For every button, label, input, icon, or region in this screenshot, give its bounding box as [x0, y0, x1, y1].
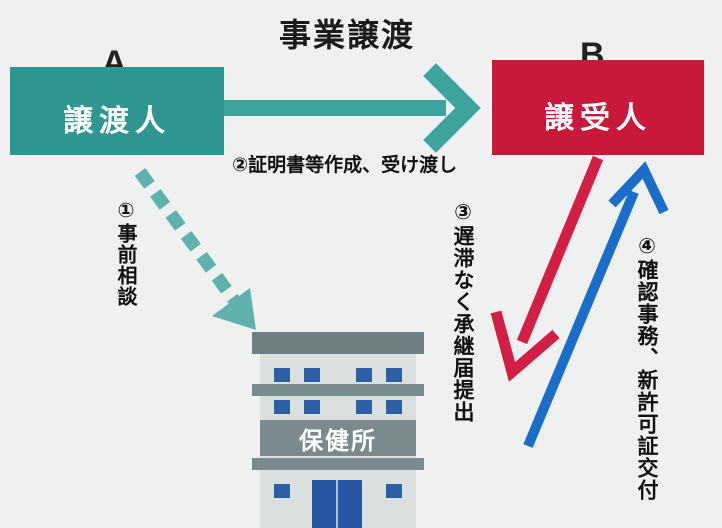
building-door	[312, 480, 362, 528]
step2-label: ②証明書等作成、受け渡し	[232, 154, 458, 176]
notification-arrow	[490, 155, 604, 382]
step3-label: ③遅滞なく承継届提出	[451, 200, 475, 423]
building-band	[252, 384, 424, 396]
diagram-title: 事業譲渡	[278, 16, 415, 54]
building-window	[386, 400, 402, 414]
permit-arrow	[523, 161, 669, 448]
step4-label: ④確認事務、新許可証交付	[635, 234, 659, 501]
building-sign: 保健所	[260, 420, 416, 456]
building-window	[304, 368, 320, 382]
building-band	[252, 458, 424, 470]
building-window	[386, 484, 402, 498]
building-window	[356, 368, 372, 382]
transferor-label: 譲渡人	[63, 104, 171, 139]
building-roof	[252, 332, 424, 354]
transferor-box: 譲渡人	[10, 67, 224, 155]
building-window	[274, 484, 290, 498]
building-window	[304, 400, 320, 414]
consultation-arrow	[134, 168, 256, 330]
building-window	[274, 368, 290, 382]
transferee-label: 譲受人	[544, 100, 652, 136]
step1-label: ①事前相談	[114, 198, 138, 307]
building-window	[274, 400, 290, 414]
health-center-building-icon: 保健所	[252, 332, 424, 528]
building-window	[386, 368, 402, 382]
transferee-box: 譲受人	[492, 60, 704, 155]
transfer-arrow	[224, 63, 481, 153]
building-window	[356, 400, 372, 414]
